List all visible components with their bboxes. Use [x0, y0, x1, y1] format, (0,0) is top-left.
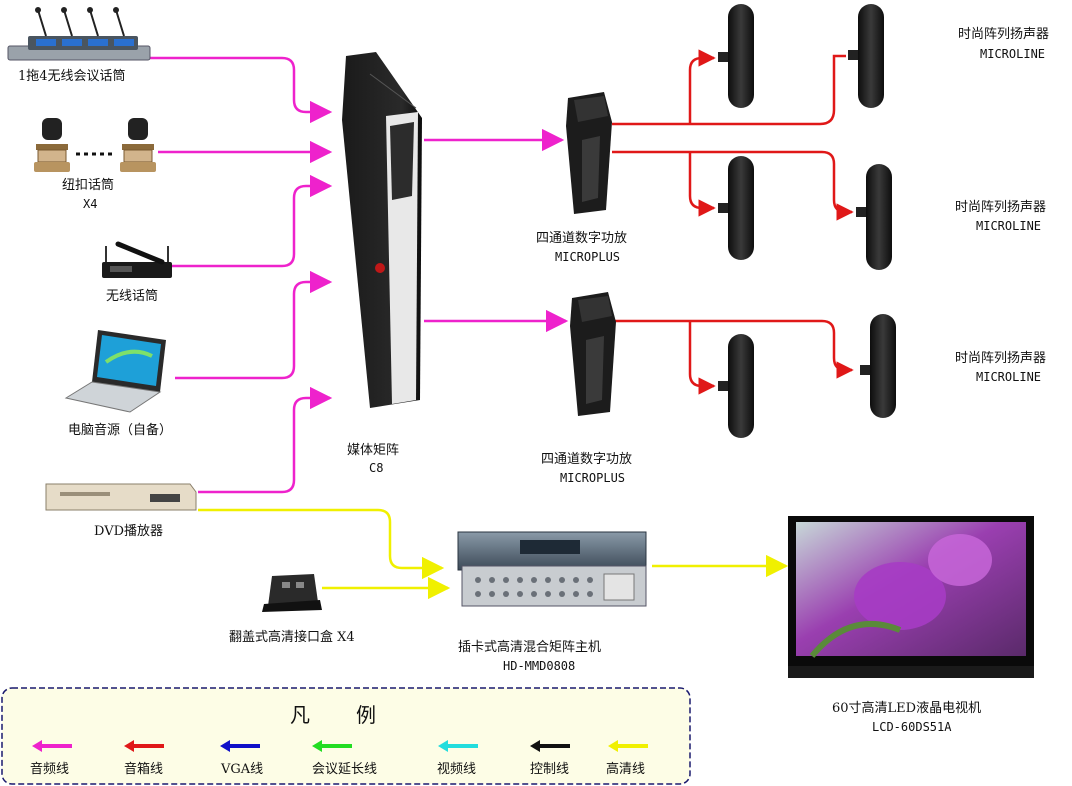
gooseneck-mic-label: 纽扣话筒	[62, 177, 114, 193]
amplifier-2-name: 四通道数字功放	[541, 452, 632, 467]
speaker-line-amp1-top-left	[688, 49, 716, 124]
amplifier-2	[570, 292, 616, 416]
speaker-2-model: MICROLINE	[976, 219, 1041, 233]
gooseneck-mic-qty: X4	[83, 197, 97, 211]
speaker-3-name: 时尚阵列扬声器	[955, 351, 1046, 366]
speaker-line-amp1-bottom	[612, 150, 854, 221]
hd-matrix-host	[457, 531, 647, 607]
tv-name: 60寸高清LED液晶电视机	[832, 700, 981, 716]
speaker-1-model: MICROLINE	[980, 47, 1045, 61]
legend: 凡 例 音频线 音箱线 VGA线 会议延长线 视频线 控制线 高清线	[1, 687, 691, 785]
audio-line-laptop	[175, 270, 333, 380]
audio-line-wireless-mic	[150, 56, 333, 124]
legend-label-7: 高清线	[606, 761, 645, 777]
legend-label-3: VGA线	[220, 762, 263, 777]
matrix-name: 媒体矩阵	[347, 443, 399, 458]
speaker-line-amp2-left	[688, 321, 716, 395]
speaker-lines	[612, 49, 854, 395]
speaker-4	[866, 164, 892, 270]
speaker-5	[728, 334, 754, 438]
speaker-line-amp1-top	[612, 54, 846, 126]
wireless-mic-set	[7, 7, 151, 61]
tv-model: LCD-60DS51A	[872, 720, 952, 734]
speaker-array	[718, 4, 896, 438]
legend-label-2: 音箱线	[124, 761, 163, 777]
hd-interface-box-label: 翻盖式高清接口盒 X4	[229, 629, 355, 645]
media-matrix-c8	[342, 52, 422, 408]
dvd-player-icon	[45, 483, 197, 511]
tv-icon	[788, 516, 1034, 678]
laptop-label: 电脑音源（自备）	[68, 422, 172, 438]
amplifier-1	[566, 92, 612, 214]
speaker-1	[728, 4, 754, 108]
wireless-mic-set-label: 1拖4无线会议话筒	[18, 68, 126, 84]
legend-label-6: 控制线	[530, 762, 569, 777]
amplifier-1-model: MICROPLUS	[555, 250, 620, 264]
speaker-3	[728, 156, 754, 260]
legend-label-5: 视频线	[437, 762, 476, 777]
speaker-2	[858, 4, 884, 108]
legend-title: 凡 例	[290, 703, 378, 727]
legend-arrow-7	[608, 740, 648, 752]
legend-arrow-3	[220, 740, 260, 752]
legend-label-4: 会议延长线	[312, 762, 377, 777]
hd-matrix-model: HD-MMD0808	[503, 659, 575, 673]
speaker-line-amp2	[614, 319, 854, 379]
speaker-6	[870, 314, 896, 418]
handheld-mic-icon	[102, 241, 172, 278]
legend-items: 音频线 音箱线 VGA线 会议延长线 视频线 控制线 高清线	[30, 740, 648, 777]
legend-label-1: 音频线	[30, 761, 69, 777]
speaker-line-amp1-bottom-left	[688, 152, 716, 217]
audio-lines	[150, 56, 569, 494]
hd-lines	[198, 508, 789, 600]
legend-arrow-1	[32, 740, 72, 752]
handheld-mic-label: 无线话筒	[106, 288, 158, 304]
amplifier-1-name: 四通道数字功放	[536, 231, 627, 246]
speaker-3-model: MICROLINE	[976, 370, 1041, 384]
legend-arrow-4	[312, 740, 352, 752]
hd-line-dvd	[198, 508, 445, 580]
legend-arrow-5	[438, 740, 478, 752]
audio-line-dvd	[198, 386, 333, 494]
audio-line-handheld	[172, 174, 333, 268]
laptop-icon	[64, 330, 166, 413]
speaker-1-name: 时尚阵列扬声器	[958, 27, 1049, 42]
speaker-2-name: 时尚阵列扬声器	[955, 200, 1046, 215]
legend-arrow-2	[124, 740, 164, 752]
legend-arrow-6	[530, 740, 570, 752]
hd-matrix-name: 插卡式高清混合矩阵主机	[458, 639, 601, 655]
gooseneck-mic-icons	[34, 118, 156, 172]
legend-box	[1, 687, 691, 785]
hd-interface-box-icon	[262, 574, 322, 612]
dvd-player-label: DVD播放器	[94, 524, 163, 539]
amplifier-2-model: MICROPLUS	[560, 471, 625, 485]
matrix-model: C8	[369, 461, 383, 475]
